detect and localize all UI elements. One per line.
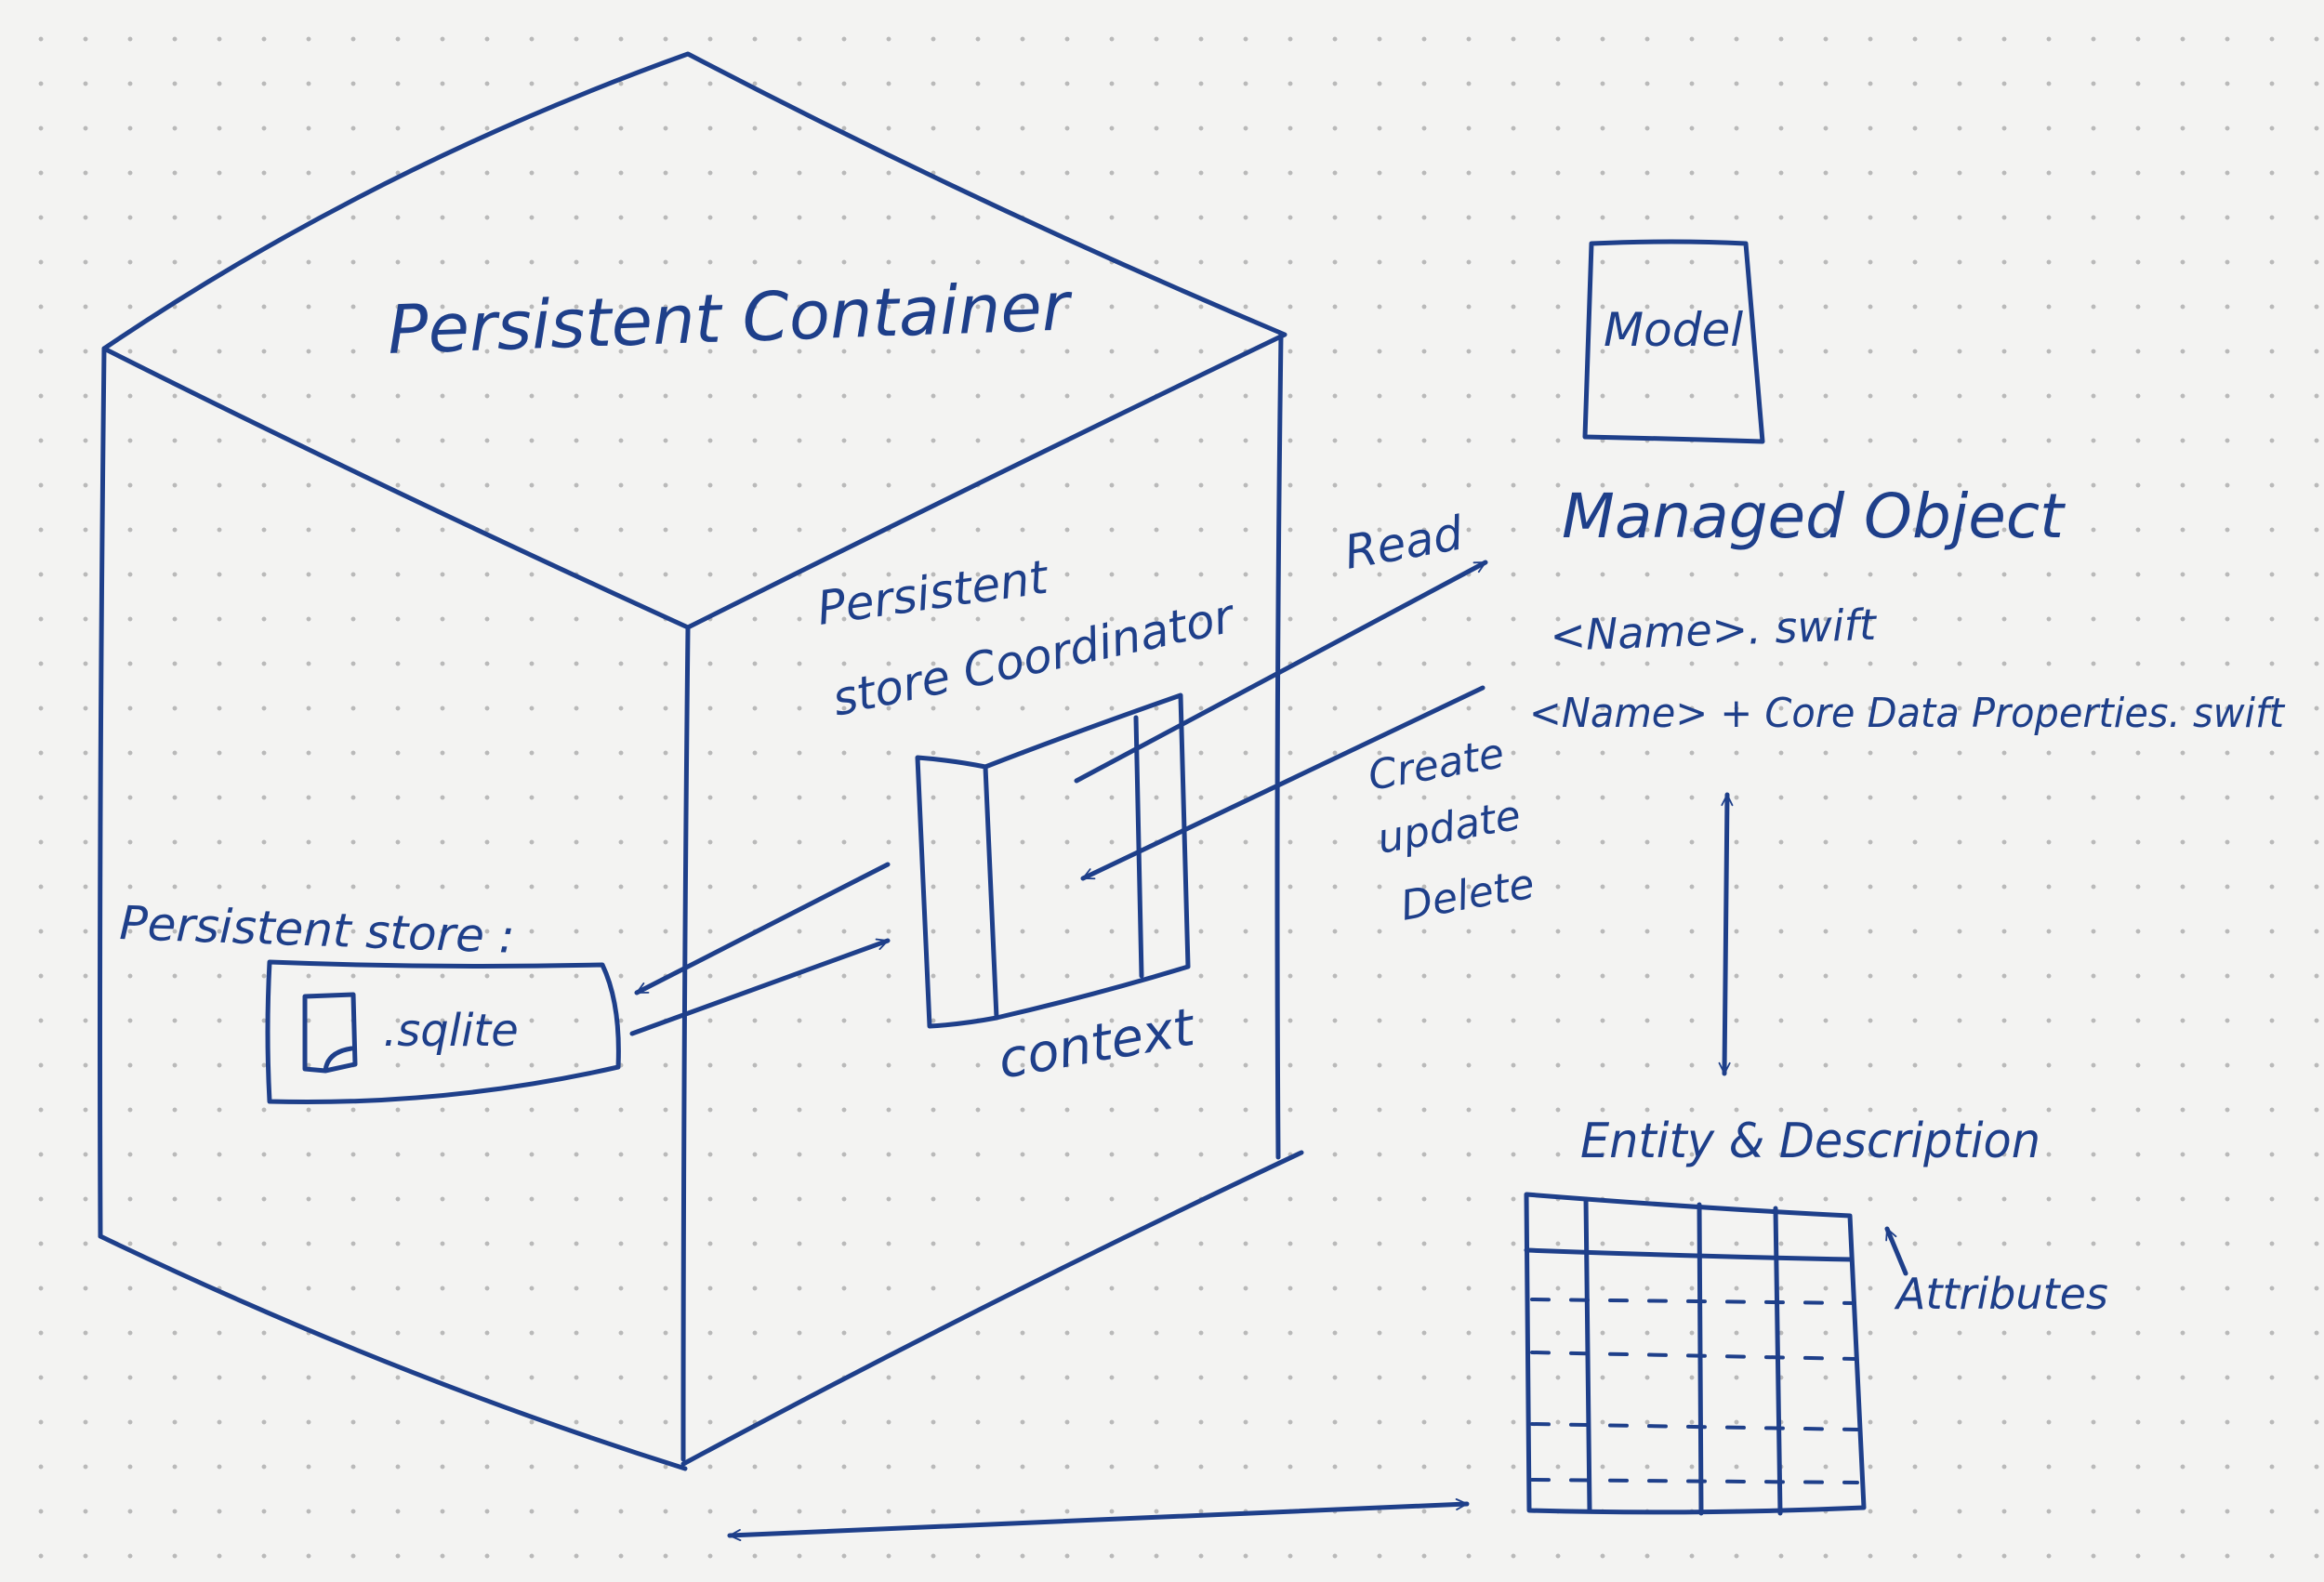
- store-rectangle: [265, 959, 621, 1105]
- table-col-2: [1697, 1202, 1704, 1516]
- arrow-context-to-store: [634, 862, 891, 995]
- table-header-line: [1524, 1247, 1855, 1262]
- name-swift-file: <Name>. swift: [1549, 600, 1878, 661]
- cube-front-edge: [680, 625, 691, 1462]
- table-row-dashed-4: [1530, 1478, 1859, 1484]
- coordinator-label-line1: Persistent: [814, 549, 1053, 635]
- managed-object-label: Managed Object: [1562, 481, 2066, 552]
- model-label: Model: [1604, 303, 1743, 357]
- store-label: Persistent store :: [119, 896, 516, 964]
- cube-bottom-left-edge: [98, 1233, 688, 1471]
- cube-right-edge: [1274, 332, 1284, 1160]
- arrow-model-entity: [1718, 792, 1734, 1076]
- arrow-read: [1074, 560, 1488, 784]
- cube-bottom-right-edge: [680, 1150, 1304, 1467]
- arrow-store-to-context: [629, 938, 891, 1036]
- entity-table: [1524, 1192, 1867, 1516]
- arrow-create-update-delete: [1080, 685, 1486, 881]
- arrow-container-entity: [727, 1497, 1470, 1542]
- model-box: [1582, 239, 1765, 444]
- read-label: Read: [1340, 506, 1467, 579]
- table-row-dashed-3: [1530, 1422, 1859, 1431]
- create-label: Create: [1365, 730, 1508, 800]
- table-row-dashed-2: [1530, 1351, 1856, 1361]
- table-row-dashed-1: [1530, 1298, 1856, 1305]
- context-right-page: [983, 692, 1191, 1021]
- delete-label: Delete: [1397, 861, 1538, 930]
- attributes-label: Attributes: [1894, 1269, 2108, 1319]
- cube-top-face: [101, 51, 1287, 630]
- cube-left-edge: [98, 346, 107, 1239]
- sqlite-label: .sqlite: [383, 1005, 519, 1057]
- name-coredata-file: <Name> + Core Data Properties. swift: [1529, 690, 2286, 737]
- entity-label: Entity & Description: [1580, 1114, 2040, 1169]
- update-label: update: [1374, 792, 1525, 864]
- persistent-store-box: [265, 959, 621, 1105]
- container-label: Persistent Container: [387, 267, 1075, 369]
- context-inner-line: [1133, 715, 1144, 979]
- table-outline: [1524, 1192, 1867, 1515]
- sqlite-file-icon: [302, 992, 358, 1074]
- persistent-container-cube: [98, 51, 1304, 1471]
- arrow-attributes: [1884, 1226, 1908, 1276]
- context-left-page: [915, 755, 999, 1029]
- table-col-3: [1773, 1206, 1783, 1516]
